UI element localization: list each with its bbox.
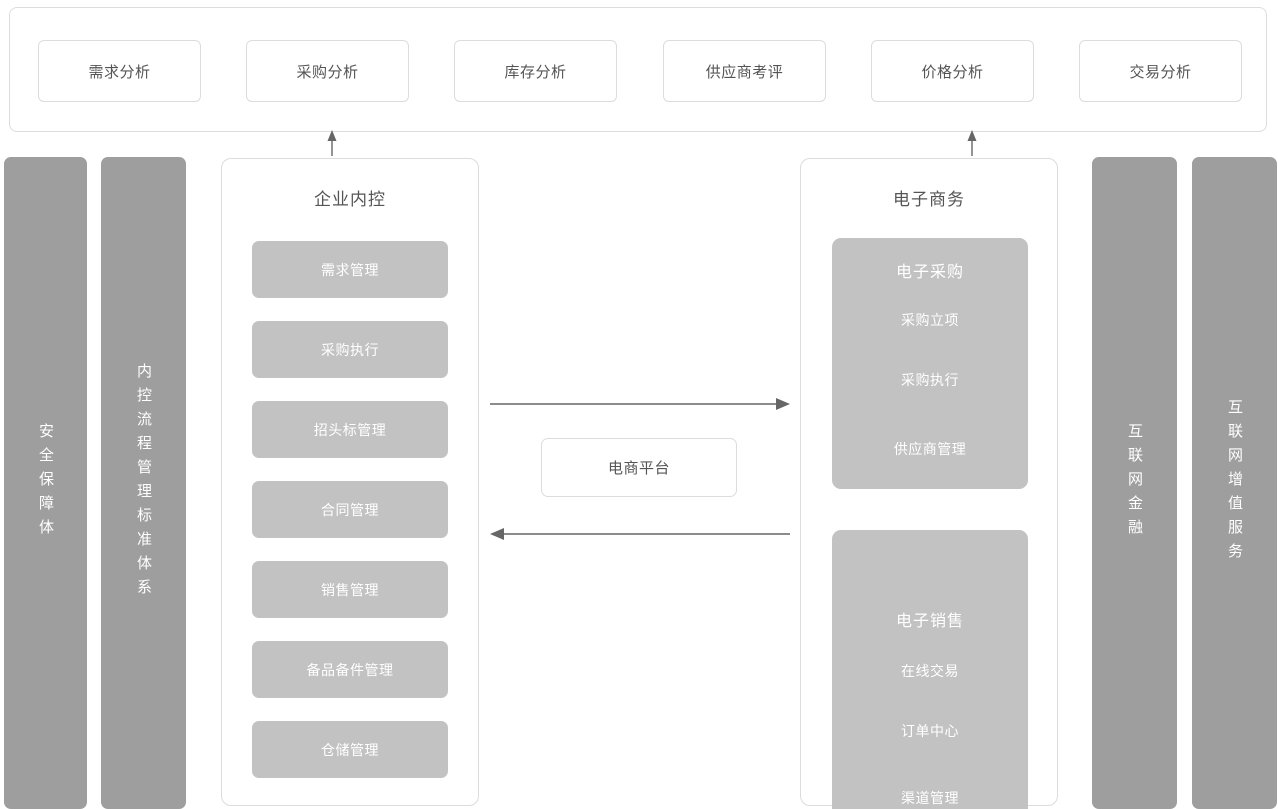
analytics-chip-purchase[interactable]: 采购分析 [246,40,409,102]
item-sales-management[interactable]: 销售管理 [252,561,448,618]
side-bar-security-label: 安全保障体 [37,423,54,543]
up-arrow-right-icon [967,130,977,156]
item-purchase-execution[interactable]: 采购执行 [252,321,448,378]
analytics-chip-transaction[interactable]: 交易分析 [1079,40,1242,102]
panel-internal-control: 企业内控 需求管理 采购执行 招头标管理 合同管理 销售管理 备品备件管理 仓储… [221,158,479,806]
analytics-chip-demand[interactable]: 需求分析 [38,40,201,102]
group-item-purchase-initiation[interactable]: 采购立项 [901,312,959,328]
group-item-online-trading[interactable]: 在线交易 [901,663,959,679]
analytics-chip-price[interactable]: 价格分析 [871,40,1034,102]
side-bar-security[interactable]: 安全保障体 [4,157,87,809]
item-warehouse-management[interactable]: 仓储管理 [252,721,448,778]
group-card-e-purchase[interactable]: 电子采购 采购立项 采购执行 供应商管理 [832,238,1028,489]
side-bar-control-process[interactable]: 内控流程管理标准体系 [101,157,186,809]
item-spare-parts-management[interactable]: 备品备件管理 [252,641,448,698]
side-bar-control-process-label: 内控流程管理标准体系 [135,363,152,603]
analytics-chip-supplier-review[interactable]: 供应商考评 [663,40,826,102]
analytics-chip-inventory[interactable]: 库存分析 [454,40,617,102]
item-demand-management[interactable]: 需求管理 [252,241,448,298]
up-arrow-left-icon [327,130,337,156]
group-card-e-purchase-title: 电子采购 [895,264,964,281]
panel-ecommerce: 电子商务 电子采购 采购立项 采购执行 供应商管理 电子销售 在线交易 订单中心… [800,158,1058,809]
item-contract-management[interactable]: 合同管理 [252,481,448,538]
group-card-e-sales[interactable]: 电子销售 在线交易 订单中心 渠道管理 [832,530,1028,809]
analytics-bar: 需求分析 采购分析 库存分析 供应商考评 价格分析 交易分析 [9,7,1267,132]
side-bar-internet-finance-label: 互联网金融 [1126,423,1143,543]
panel-internal-control-title: 企业内控 [314,190,386,209]
group-item-purchase-execution[interactable]: 采购执行 [901,372,959,388]
group-item-channel-management[interactable]: 渠道管理 [901,790,959,806]
panel-ecommerce-title: 电子商务 [893,190,965,209]
side-bar-internet-value-added-label: 互联网增值服务 [1226,399,1243,567]
item-bidding-management[interactable]: 招头标管理 [252,401,448,458]
group-item-order-center[interactable]: 订单中心 [901,723,959,739]
side-bar-internet-value-added[interactable]: 互联网增值服务 [1192,157,1277,809]
ecommerce-platform-box[interactable]: 电商平台 [541,438,737,497]
side-bar-internet-finance[interactable]: 互联网金融 [1092,157,1177,809]
group-card-e-sales-title: 电子销售 [895,613,964,630]
flow-arrow-right-icon [490,398,790,410]
flow-arrow-left-icon [490,528,790,540]
group-item-supplier-management[interactable]: 供应商管理 [893,441,967,457]
